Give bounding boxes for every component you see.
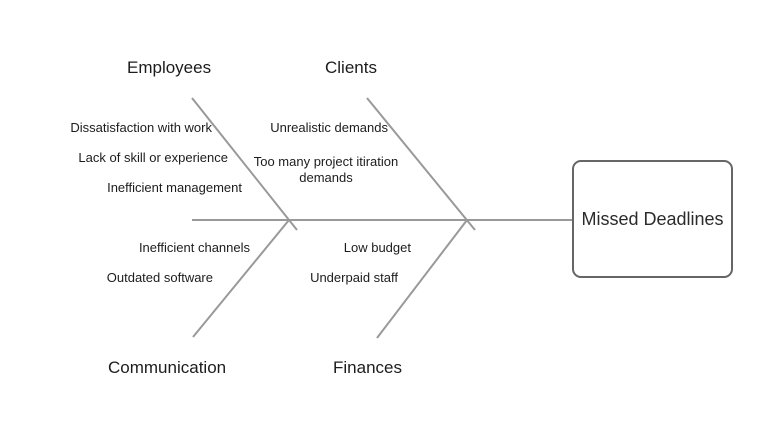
branch-label-communication: Communication xyxy=(108,358,227,377)
effect-label: Missed Deadlines xyxy=(581,208,724,229)
cause-too-many-project-itiration-demands: Too many project itiration demands xyxy=(253,154,399,185)
clients-branch-line xyxy=(366,97,476,231)
communication-branch-line xyxy=(192,219,290,338)
cause-outdated-software: Outdated software xyxy=(106,270,213,285)
effect-box: Missed Deadlines xyxy=(572,160,733,278)
finances-branch-line xyxy=(376,219,468,339)
employees-branch-line xyxy=(191,97,298,231)
cause-inefficient-channels: Inefficient channels xyxy=(138,240,250,255)
branch-label-finances: Finances xyxy=(333,358,402,377)
cause-underpaid-staff: Underpaid staff xyxy=(310,270,398,285)
cause-unrealistic-demands: Unrealistic demands xyxy=(270,120,388,135)
cause-inefficient-management: Inefficient management xyxy=(107,180,242,195)
branch-label-employees: Employees xyxy=(127,58,212,77)
branch-label-clients: Clients xyxy=(325,58,377,77)
cause-dissatisfaction-with-work: Dissatisfaction with work xyxy=(70,120,212,135)
cause-lack-of-skill-or-experience: Lack of skill or experience xyxy=(78,150,228,165)
cause-low-budget: Low budget xyxy=(343,240,411,255)
